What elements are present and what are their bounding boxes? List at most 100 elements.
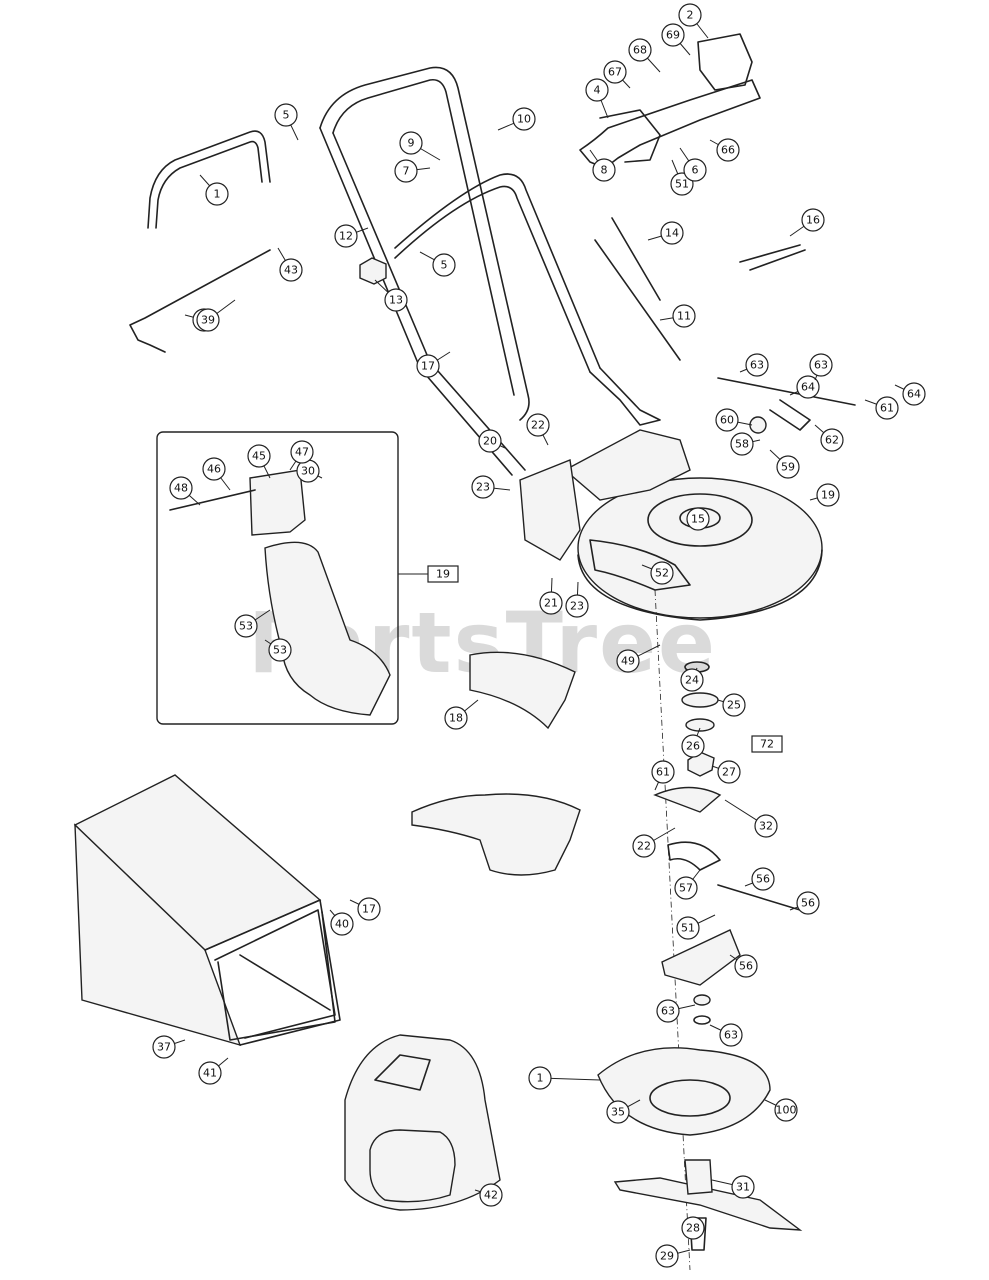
svg-text:40: 40 xyxy=(335,918,349,931)
callout-4: 4 xyxy=(585,78,609,119)
callout-12: 12 xyxy=(334,224,369,248)
lower-handle xyxy=(419,361,661,476)
svg-text:52: 52 xyxy=(655,567,669,580)
svg-text:28: 28 xyxy=(686,1222,700,1235)
svg-text:25: 25 xyxy=(727,699,741,712)
callout-56: 56 xyxy=(729,954,758,978)
callout-7: 7 xyxy=(394,159,431,183)
callout-59: 59 xyxy=(769,449,800,479)
callout-9: 9 xyxy=(399,131,441,161)
callout-63: 63 xyxy=(739,353,769,377)
callout-19: 19 xyxy=(809,483,840,507)
discharge-door xyxy=(249,469,306,536)
mulch-plug xyxy=(469,651,576,730)
svg-text:100: 100 xyxy=(776,1104,797,1117)
discharge-chute xyxy=(264,541,391,716)
callout-42: 42 xyxy=(474,1183,503,1207)
callouts: 1284551561479101112131516171730181920212… xyxy=(152,3,926,1268)
callout-26: 26 xyxy=(681,727,705,758)
callout-32: 32 xyxy=(724,799,778,838)
callout-67: 67 xyxy=(603,60,631,89)
svg-text:42: 42 xyxy=(484,1189,498,1202)
svg-text:2: 2 xyxy=(687,9,694,22)
callout-27: 27 xyxy=(711,760,741,784)
callout-22: 22 xyxy=(526,413,550,446)
callout-6: 6 xyxy=(679,147,707,182)
callout-66: 66 xyxy=(709,138,740,162)
svg-text:35: 35 xyxy=(611,1106,625,1119)
height-adjust-bracket xyxy=(717,377,856,434)
bag-frame xyxy=(217,911,336,1041)
svg-text:47: 47 xyxy=(295,446,309,459)
callout-17: 17 xyxy=(349,897,381,921)
callout-10: 10 xyxy=(497,107,536,131)
callout-22: 22 xyxy=(632,827,676,858)
callout-31: 31 xyxy=(711,1175,755,1199)
ref-box-72: 72 xyxy=(751,735,783,753)
svg-text:6: 6 xyxy=(692,164,699,177)
svg-text:68: 68 xyxy=(633,44,647,57)
callout-53: 53 xyxy=(264,638,292,662)
callout-37: 37 xyxy=(152,1035,186,1059)
grass-bag xyxy=(73,774,341,1047)
callout-58: 58 xyxy=(730,432,761,456)
svg-text:19: 19 xyxy=(821,489,835,502)
upper-handle xyxy=(319,66,601,421)
callout-1: 1 xyxy=(528,1066,601,1090)
svg-text:64: 64 xyxy=(907,388,921,401)
svg-text:63: 63 xyxy=(750,359,764,372)
svg-text:37: 37 xyxy=(157,1041,171,1054)
callout-15: 15 xyxy=(686,507,710,531)
callout-60: 60 xyxy=(715,408,753,432)
svg-text:58: 58 xyxy=(735,438,749,451)
svg-text:23: 23 xyxy=(476,481,490,494)
svg-text:32: 32 xyxy=(759,820,773,833)
blade-centerline xyxy=(654,589,691,1271)
svg-text:57: 57 xyxy=(679,882,693,895)
svg-text:46: 46 xyxy=(207,463,221,476)
svg-text:27: 27 xyxy=(722,766,736,779)
svg-text:41: 41 xyxy=(203,1067,217,1080)
callout-61: 61 xyxy=(651,760,675,791)
svg-text:53: 53 xyxy=(273,644,287,657)
control-bracket-assembly xyxy=(579,33,761,169)
callout-56: 56 xyxy=(789,891,820,915)
svg-text:53: 53 xyxy=(239,620,253,633)
callout-35: 35 xyxy=(606,1099,641,1124)
svg-text:66: 66 xyxy=(721,144,735,157)
svg-text:14: 14 xyxy=(665,227,679,240)
svg-text:59: 59 xyxy=(781,461,795,474)
callout-100: 100 xyxy=(764,1098,798,1122)
callout-63: 63 xyxy=(709,1023,743,1047)
callout-49: 49 xyxy=(616,644,661,673)
svg-text:62: 62 xyxy=(825,434,839,447)
svg-text:63: 63 xyxy=(724,1029,738,1042)
callout-51: 51 xyxy=(676,914,716,940)
svg-text:45: 45 xyxy=(252,450,266,463)
svg-text:72: 72 xyxy=(760,738,774,751)
callout-64: 64 xyxy=(894,382,926,406)
svg-text:18: 18 xyxy=(449,712,463,725)
svg-text:10: 10 xyxy=(517,113,531,126)
rear-cover xyxy=(344,1034,501,1211)
svg-text:51: 51 xyxy=(675,178,689,191)
bail-lever xyxy=(147,130,271,229)
callout-45: 45 xyxy=(247,444,271,479)
svg-text:13: 13 xyxy=(389,294,403,307)
svg-text:4: 4 xyxy=(594,84,601,97)
callout-64: 64 xyxy=(789,375,820,399)
svg-text:67: 67 xyxy=(608,66,622,79)
svg-text:22: 22 xyxy=(531,419,545,432)
handle-knob xyxy=(359,257,387,285)
svg-text:20: 20 xyxy=(483,435,497,448)
callout-40: 40 xyxy=(329,909,354,936)
svg-text:43: 43 xyxy=(284,264,298,277)
callout-23: 23 xyxy=(565,581,589,618)
callout-2: 2 xyxy=(678,3,709,39)
svg-text:16: 16 xyxy=(806,214,820,227)
svg-text:12: 12 xyxy=(339,230,353,243)
svg-text:29: 29 xyxy=(660,1250,674,1263)
svg-text:24: 24 xyxy=(685,674,699,687)
callout-53: 53 xyxy=(234,609,271,638)
